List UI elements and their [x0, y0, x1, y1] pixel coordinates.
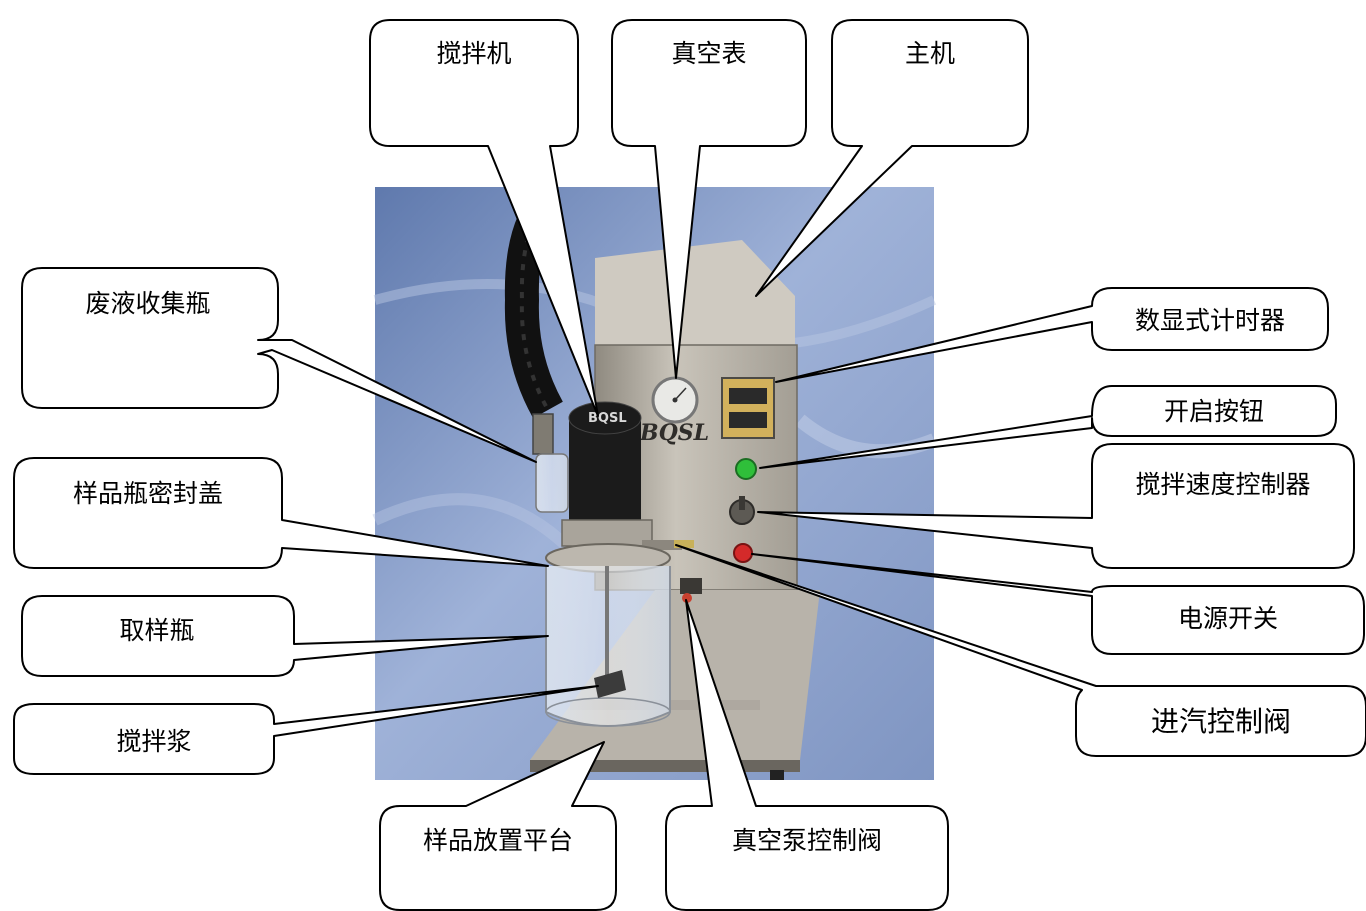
digital-timer — [721, 377, 775, 439]
callout-vacuum-pump-valve — [665, 599, 949, 911]
label-sample-platform: 样品放置平台 — [423, 826, 573, 855]
label-waste-bottle: 废液收集瓶 — [85, 289, 210, 318]
callout-start-button — [759, 385, 1337, 469]
stirring-paddle-shape — [594, 670, 626, 698]
callout-sample-bottle — [21, 595, 549, 677]
callout-vacuum-gauge — [611, 19, 807, 379]
callout-mixer — [369, 19, 599, 417]
label-speed-controller: 搅拌速度控制器 — [1135, 470, 1310, 499]
label-mixer: 搅拌机 — [436, 39, 511, 68]
cap-text: BQSL — [588, 411, 627, 426]
callout-power-switch — [751, 553, 1365, 655]
waste-bottle — [532, 413, 569, 513]
label-main-unit: 主机 — [905, 39, 955, 68]
callout-sample-platform — [379, 741, 617, 911]
start-button-knob — [735, 458, 757, 480]
label-vacuum-gauge: 真空表 — [671, 39, 746, 68]
callout-speed-controller — [757, 443, 1355, 569]
mixer-motor: BQSL — [561, 401, 682, 550]
vacuum-pump-valve-shape — [680, 578, 702, 594]
callout-waste-bottle — [21, 267, 537, 463]
callout-sample-bottle-cap — [13, 457, 549, 569]
callout-stirring-paddle — [13, 685, 599, 775]
vacuum-gauge — [651, 376, 699, 424]
instrument-photo: BQSL BQSL — [372, 187, 937, 780]
callout-inlet-valve — [675, 544, 1366, 757]
callout-main-unit — [755, 19, 1029, 297]
label-power-switch: 电源开关 — [1178, 604, 1278, 633]
brand-text: BQSL — [639, 420, 709, 446]
label-sample-bottle: 取样瓶 — [119, 616, 194, 645]
label-digital-timer: 数显式计时器 — [1135, 306, 1285, 335]
callout-digital-timer — [775, 287, 1329, 383]
inlet-valve-shape — [674, 540, 694, 548]
speed-controller-knob — [729, 496, 755, 525]
label-inlet-valve: 进汽控制阀 — [1151, 705, 1291, 738]
power-switch-knob — [733, 543, 753, 563]
label-stirring-paddle: 搅拌浆 — [116, 727, 191, 756]
label-start-button: 开启按钮 — [1164, 397, 1264, 426]
label-vacuum-pump-valve: 真空泵控制阀 — [732, 826, 882, 855]
label-sample-bottle-cap: 样品瓶密封盖 — [73, 479, 223, 508]
